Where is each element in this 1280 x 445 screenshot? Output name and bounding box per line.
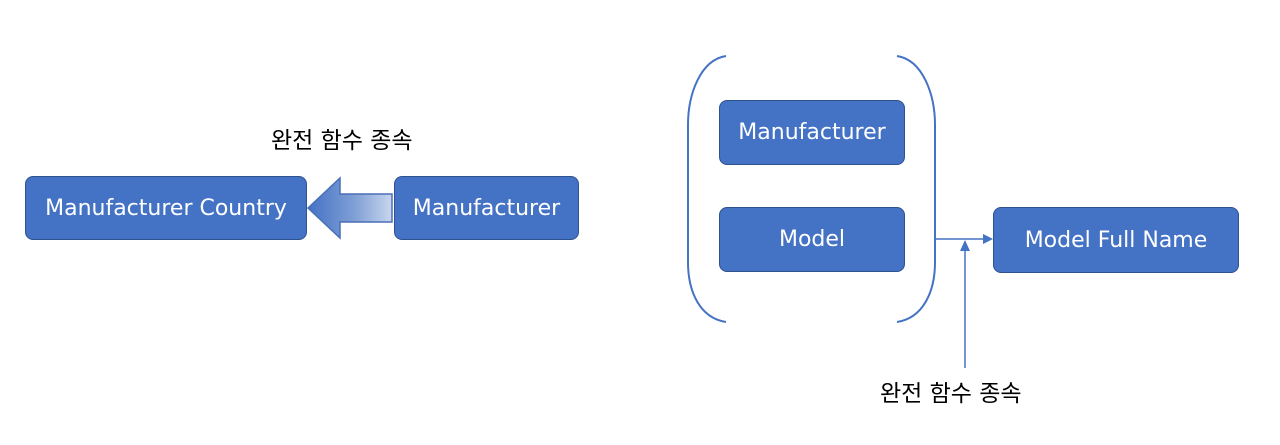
right-manufacturer-box: Manufacturer: [719, 100, 905, 165]
caption-pointer-arrowhead: [960, 240, 970, 251]
right-dependency-caption: 완전 함수 종속: [880, 381, 1022, 407]
left-manufacturer-box: Manufacturer: [394, 176, 579, 240]
group-left-bracket: [687, 55, 727, 323]
model-full-name-box: Model Full Name: [993, 207, 1239, 273]
group-right-bracket: [896, 55, 936, 323]
manufacturer-country-box: Manufacturer Country: [25, 176, 307, 240]
group-to-target-arrowhead: [983, 234, 993, 244]
left-dependency-block-arrow: [306, 176, 393, 240]
model-box: Model: [719, 207, 905, 272]
left-dependency-caption: 완전 함수 종속: [271, 128, 413, 154]
